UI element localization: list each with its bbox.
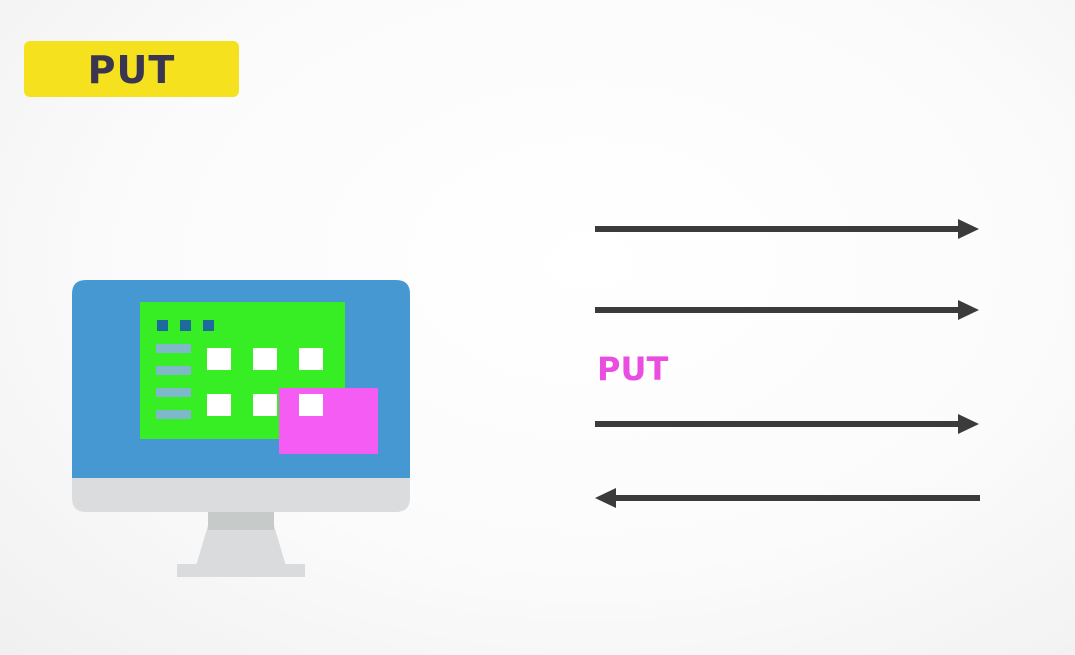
desktop-computer-icon bbox=[72, 280, 410, 577]
sidebar-line bbox=[156, 366, 191, 375]
sidebar-line bbox=[156, 410, 191, 419]
content-tile bbox=[299, 348, 323, 370]
sidebar-line bbox=[156, 388, 191, 397]
put-badge-label: PUT bbox=[87, 48, 176, 92]
content-tile bbox=[207, 348, 231, 370]
arrow-right bbox=[595, 414, 979, 434]
monitor-stand-base bbox=[177, 564, 305, 577]
content-tile bbox=[253, 394, 277, 416]
content-tile bbox=[299, 394, 323, 416]
request-method-label: PUT bbox=[597, 350, 669, 388]
window-dot bbox=[157, 320, 168, 331]
monitor-chin bbox=[72, 476, 410, 512]
popup-window bbox=[279, 388, 378, 454]
window-dot bbox=[203, 320, 214, 331]
monitor-stand-shadow bbox=[208, 512, 274, 530]
arrow-left bbox=[595, 488, 980, 508]
arrow-right bbox=[595, 219, 979, 239]
window-dot bbox=[180, 320, 191, 331]
put-badge: PUT bbox=[24, 41, 239, 97]
content-tile bbox=[253, 348, 277, 370]
content-tile bbox=[207, 394, 231, 416]
sidebar-line bbox=[156, 344, 191, 353]
arrow-right bbox=[595, 300, 979, 320]
